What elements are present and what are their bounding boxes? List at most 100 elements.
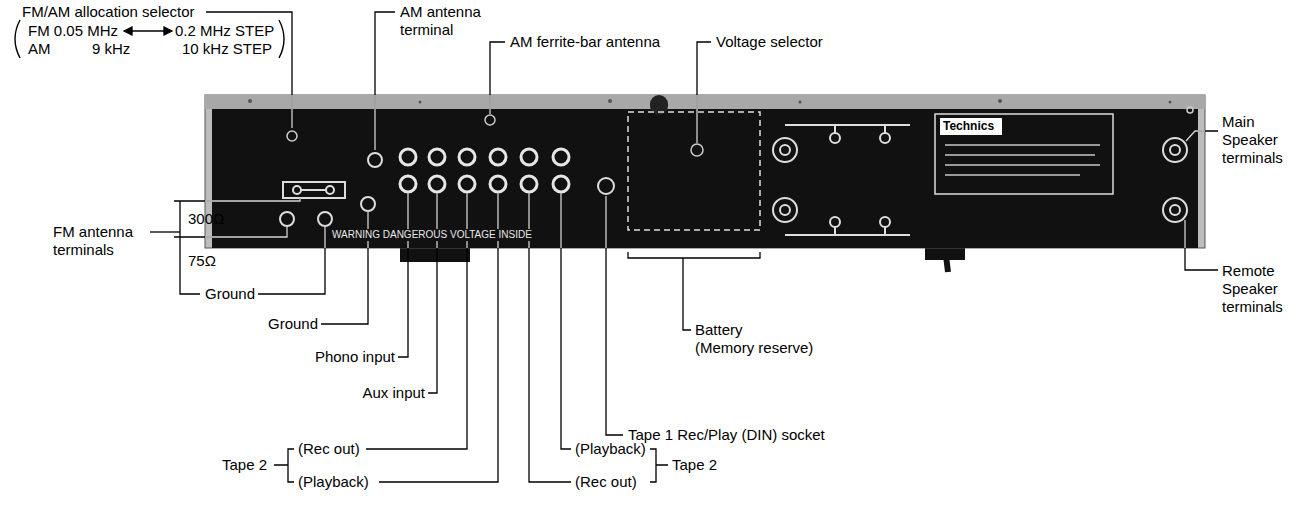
setting-label: FM 0.05 MHz bbox=[28, 22, 118, 40]
callout-label: (Playback) bbox=[575, 440, 646, 458]
speaker-terminal bbox=[773, 198, 797, 222]
chassis bbox=[1169, 101, 1172, 104]
rating-plate bbox=[935, 114, 1113, 194]
rca-jack bbox=[459, 149, 475, 165]
leader-line bbox=[205, 95, 1205, 248]
chassis bbox=[205, 95, 1205, 272]
double-arrow bbox=[124, 27, 132, 35]
bracket bbox=[15, 20, 284, 58]
callout-label: Remote Speaker terminals bbox=[1222, 262, 1310, 316]
chassis bbox=[212, 109, 1198, 248]
impedance-label: 300Ω bbox=[188, 210, 224, 228]
battery-outline bbox=[628, 112, 760, 230]
rca-jack bbox=[459, 176, 475, 192]
speaker-terminal bbox=[1163, 138, 1187, 162]
chassis bbox=[998, 99, 1002, 103]
antenna-terminal bbox=[280, 212, 294, 226]
double-arrow bbox=[164, 27, 172, 35]
din-socket bbox=[598, 178, 614, 194]
antenna-terminal bbox=[318, 212, 332, 226]
chassis bbox=[248, 99, 252, 103]
leader-line bbox=[150, 12, 1218, 482]
rating-plate bbox=[945, 174, 1080, 176]
din-socket bbox=[598, 178, 614, 194]
callout-label: Aux input bbox=[362, 384, 425, 402]
callout-label: Tape 2 bbox=[672, 456, 717, 474]
chassis bbox=[799, 101, 802, 104]
antenna-terminal bbox=[368, 153, 382, 167]
callout-label: Tape 2 bbox=[222, 456, 267, 474]
speaker-terminal bbox=[880, 217, 890, 227]
screw bbox=[287, 131, 297, 141]
rca-jack bbox=[521, 176, 537, 192]
screw bbox=[1187, 107, 1193, 113]
callout-label: Phono input bbox=[315, 348, 395, 366]
speaker-terminal bbox=[834, 227, 836, 235]
rating-plate bbox=[935, 114, 1113, 194]
callout-label: Ground bbox=[268, 315, 318, 333]
speaker-terminal bbox=[830, 217, 840, 227]
rating-plate bbox=[945, 154, 1095, 156]
rca-jack bbox=[400, 149, 416, 165]
chassis bbox=[248, 99, 1172, 104]
speaker-terminal bbox=[1170, 145, 1180, 155]
rca-jack bbox=[429, 149, 445, 165]
callout-label: AM antenna terminal bbox=[400, 3, 495, 39]
rating-plate bbox=[940, 118, 1002, 135]
callout-label: Ground bbox=[205, 285, 255, 303]
chassis bbox=[419, 101, 422, 104]
callout-label: AM ferrite-bar antenna bbox=[510, 33, 660, 51]
setting-label: 9 kHz bbox=[92, 40, 130, 58]
speaker-terminal bbox=[773, 125, 1187, 235]
rating-plate bbox=[945, 164, 1100, 166]
antenna-terminal bbox=[280, 153, 382, 226]
screw bbox=[691, 144, 703, 156]
speaker-terminal bbox=[1163, 198, 1187, 222]
speaker-terminal bbox=[785, 124, 910, 126]
speaker-terminal bbox=[880, 133, 890, 143]
callout-label: Main Speaker terminals bbox=[1222, 113, 1310, 167]
rca-jack bbox=[553, 149, 569, 165]
speaker-terminal bbox=[834, 125, 836, 133]
screw bbox=[485, 115, 495, 125]
antenna-terminal bbox=[293, 186, 301, 194]
speaker-terminal bbox=[780, 205, 790, 215]
callout-label: Tape 1 Rec/Play (DIN) socket bbox=[628, 426, 825, 444]
chassis bbox=[608, 99, 612, 103]
rca-jack bbox=[490, 176, 506, 192]
antenna-terminal bbox=[283, 182, 345, 198]
brand-logo: Technics bbox=[943, 118, 994, 134]
callout-label: Voltage selector bbox=[716, 33, 823, 51]
rca-jack bbox=[429, 176, 445, 192]
antenna-terminal bbox=[326, 186, 334, 194]
chassis bbox=[205, 95, 1205, 109]
chassis bbox=[205, 95, 1205, 248]
speaker-terminal bbox=[884, 125, 886, 133]
speaker-terminal bbox=[780, 145, 790, 155]
rating-plate bbox=[945, 144, 1100, 146]
speaker-terminal bbox=[830, 133, 840, 143]
battery-outline bbox=[628, 112, 760, 230]
speaker-terminal bbox=[1170, 205, 1180, 215]
rating-plate bbox=[945, 145, 1100, 175]
speaker-terminal bbox=[884, 227, 886, 235]
speaker-terminal bbox=[773, 138, 797, 162]
callout-label: (Rec out) bbox=[575, 473, 637, 491]
double-arrow bbox=[128, 30, 168, 31]
warning-text: WARNING DANGEROUS VOLTAGE INSIDE bbox=[330, 229, 534, 241]
setting-label: 10 kHz STEP bbox=[182, 40, 272, 58]
setting-label: AM bbox=[28, 40, 51, 58]
double-arrow bbox=[124, 27, 172, 35]
callout-label: (Playback) bbox=[298, 473, 369, 491]
callout-label: FM/AM allocation selector bbox=[22, 3, 195, 21]
rca-jack bbox=[521, 149, 537, 165]
callout-label: (Memory reserve) bbox=[695, 339, 813, 357]
callout-label: (Rec out) bbox=[298, 440, 360, 458]
impedance-label: 75Ω bbox=[188, 252, 216, 270]
rca-jack bbox=[400, 176, 416, 192]
antenna-terminal bbox=[301, 189, 326, 191]
rca-jack bbox=[490, 149, 506, 165]
rca-jack bbox=[400, 149, 569, 192]
speaker-terminal bbox=[785, 234, 910, 236]
